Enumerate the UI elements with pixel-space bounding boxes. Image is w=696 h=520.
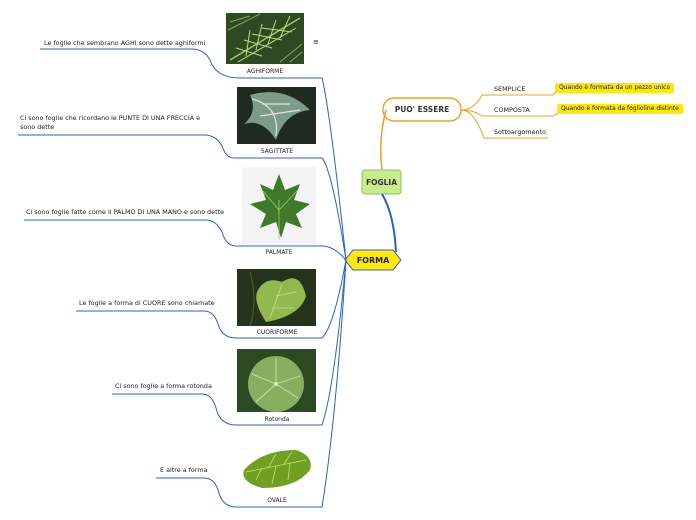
text-label: Le foglie che sembrano AGHI sono dette a… [44, 39, 205, 47]
caption-label: PALMATE [266, 249, 293, 256]
text-ovale[interactable]: E altre a forma [160, 466, 207, 475]
branch-item-composta[interactable]: COMPOSTA [494, 106, 530, 115]
caption-label: AGHIFORME [247, 68, 283, 75]
text-aghiforme[interactable]: Le foglie che sembrano AGHI sono dette a… [44, 39, 205, 48]
text-label: Ci sono foglie fatte come il PALMO DI UN… [26, 208, 224, 216]
text-cuoriforme[interactable]: Le foglie a forma di CUORE sono chiamate [79, 299, 215, 308]
text-rotonda[interactable]: Ci sono foglie a forma rotonda [115, 382, 212, 391]
text-label: Ci sono foglie che ricordano le PUNTE DI… [20, 114, 200, 131]
caption-label: OVALE [267, 497, 287, 504]
photo-cuoriforme [237, 269, 316, 326]
menu-icon[interactable]: ≡ [313, 38, 319, 46]
caption-label: SAGITTATE [261, 148, 293, 155]
text-label: Le foglie a forma di CUORE sono chiamate [79, 299, 215, 307]
center-node-label: FORMA [357, 256, 390, 265]
note-semplice[interactable]: Quando è formata da un pezzo unico [555, 83, 674, 93]
caption-label: Rotonda [265, 416, 290, 423]
photo-sagittate [237, 87, 316, 144]
caption-rotonda[interactable]: Rotonda [232, 416, 322, 423]
center-node[interactable]: FORMA [349, 251, 397, 269]
svg-text:· · ·: · · · [240, 447, 246, 451]
caption-sagittate[interactable]: SAGITTATE [232, 148, 322, 155]
photo-aghiforme [226, 13, 304, 64]
caption-label: CUORIFORME [257, 329, 298, 336]
branch-node-label: PUO' ESSERE [395, 105, 449, 114]
menu-icon-glyph: ≡ [313, 38, 319, 46]
photo-rotonda [237, 349, 316, 412]
branch-item-label: SEMPLICE [494, 85, 525, 93]
branch-item-label: Sottoargomento [494, 128, 546, 136]
caption-palmate[interactable]: PALMATE [234, 249, 324, 256]
caption-aghiforme[interactable]: AGHIFORME [220, 68, 310, 75]
text-label: Ci sono foglie a forma rotonda [115, 382, 212, 390]
branch-node[interactable]: PUO' ESSERE [383, 98, 461, 121]
note-composta[interactable]: Quando è formata da foglioline distinte [557, 104, 683, 114]
branch-item-semplice[interactable]: SEMPLICE [494, 85, 525, 94]
text-sagittate[interactable]: Ci sono foglie che ricordano le PUNTE DI… [20, 114, 210, 132]
parent-node[interactable]: FOGLIA [362, 170, 401, 194]
caption-cuoriforme[interactable]: CUORIFORME [232, 329, 322, 336]
branch-item-label: COMPOSTA [494, 106, 530, 114]
photo-ovale: · · · [237, 444, 316, 494]
text-label: E altre a forma [160, 466, 207, 474]
note-label: Quando è formata da foglioline distinte [561, 105, 679, 112]
parent-node-label: FOGLIA [366, 178, 397, 187]
text-palmate[interactable]: Ci sono foglie fatte come il PALMO DI UN… [26, 208, 224, 217]
note-label: Quando è formata da un pezzo unico [559, 84, 670, 91]
branch-item-sottoargomento[interactable]: Sottoargomento [494, 128, 546, 137]
caption-ovale[interactable]: OVALE [232, 497, 322, 504]
photo-palmate [242, 167, 316, 245]
